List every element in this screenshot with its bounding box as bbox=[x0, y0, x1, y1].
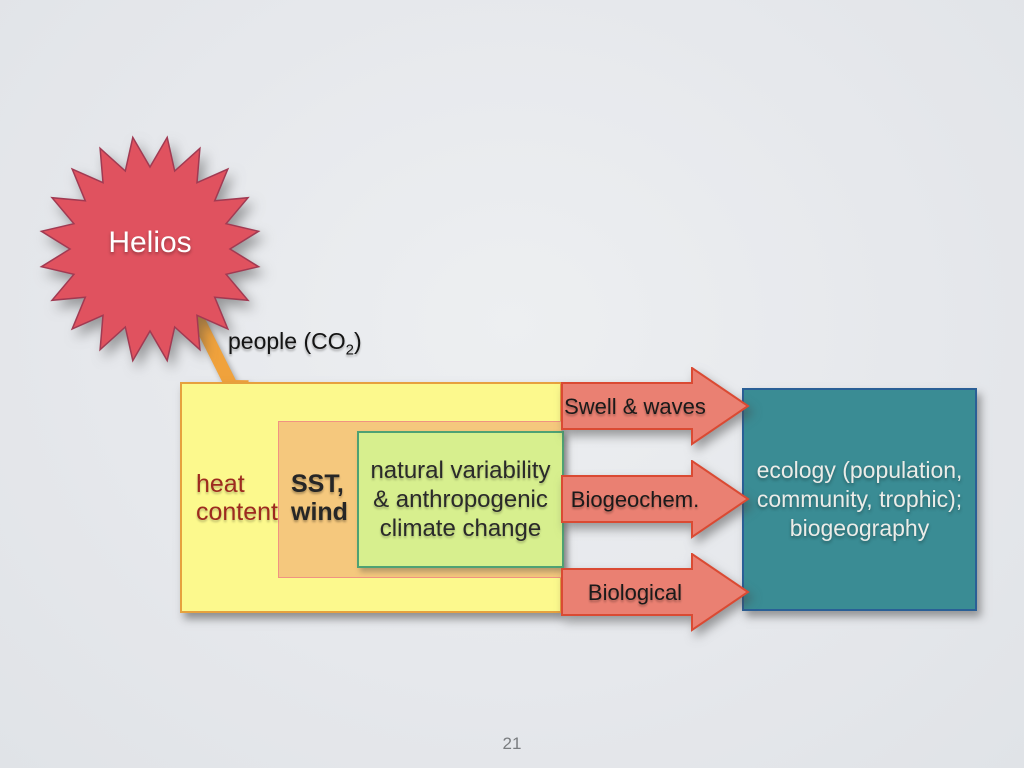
people-co2-text: people (CO bbox=[228, 328, 346, 354]
ecology-box: ecology (population, community, trophic)… bbox=[742, 388, 977, 611]
biological-arrow bbox=[561, 553, 750, 632]
biological-label: Biological bbox=[587, 580, 683, 605]
people-co2-text-suffix: ) bbox=[353, 328, 362, 354]
climate-change-label: natural variability & anthropogenic clim… bbox=[370, 457, 551, 542]
ecology-label: ecology (population, community, trophic)… bbox=[756, 457, 963, 541]
heat-content-label: heat content bbox=[196, 470, 279, 526]
starburst-shape bbox=[39, 135, 261, 363]
swell-waves-label: Swell & waves bbox=[564, 394, 706, 419]
sst-wind-label: SST, wind bbox=[291, 470, 348, 526]
biogeochem-arrow bbox=[561, 460, 750, 539]
helios-starburst bbox=[39, 135, 261, 363]
biogeochem-label: Biogeochem. bbox=[570, 487, 700, 512]
helios-label: Helios bbox=[108, 226, 192, 259]
people-co2-label: people (CO2) bbox=[228, 328, 362, 359]
page-number: 21 bbox=[502, 734, 522, 753]
people-co2-subscript: 2 bbox=[345, 341, 354, 359]
climate-change-box: natural variability & anthropogenic clim… bbox=[357, 431, 564, 568]
swell-waves-arrow bbox=[561, 367, 750, 446]
